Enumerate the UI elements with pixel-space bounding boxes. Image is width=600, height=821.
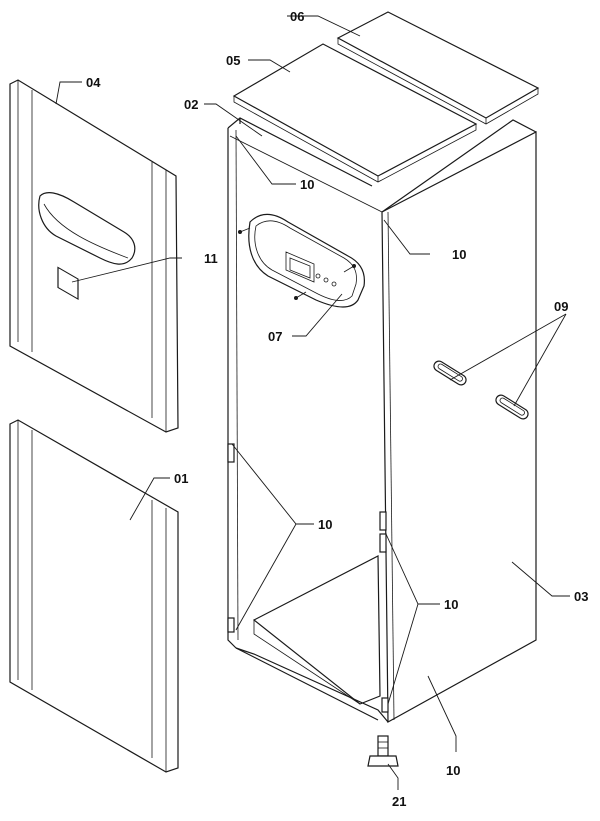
part-05-top-front-panel — [232, 43, 478, 183]
part-03-cabinet-body — [227, 117, 537, 724]
callout-11: 11 — [204, 251, 218, 266]
callout-04: 04 — [86, 75, 101, 90]
callout-01: 01 — [174, 471, 188, 486]
callout-labels: 06 05 04 02 10 10 11 07 09 01 10 10 03 1… — [86, 9, 588, 809]
part-06-top-rear-panel — [336, 11, 540, 125]
callout-06: 06 — [290, 9, 304, 24]
callout-10-lower-right: 10 — [444, 597, 458, 612]
callout-09: 09 — [554, 299, 568, 314]
part-04-upper-front-panel — [9, 79, 179, 433]
callout-10-bottom: 10 — [446, 763, 460, 778]
part-10-clips — [227, 443, 389, 713]
part-21-adjustable-foot — [367, 735, 399, 767]
part-07-control-panel — [238, 213, 365, 308]
callout-10-top-left: 10 — [300, 177, 314, 192]
callout-10-top-right: 10 — [452, 247, 466, 262]
part-09-handles — [433, 360, 529, 420]
callout-21: 21 — [392, 794, 406, 809]
callout-05: 05 — [226, 53, 240, 68]
callout-07: 07 — [268, 329, 282, 344]
part-01-lower-front-panel — [9, 419, 179, 773]
callout-10-middle-left: 10 — [318, 517, 332, 532]
leader-lines — [55, 15, 570, 790]
callout-02: 02 — [184, 97, 198, 112]
callout-03: 03 — [574, 589, 588, 604]
